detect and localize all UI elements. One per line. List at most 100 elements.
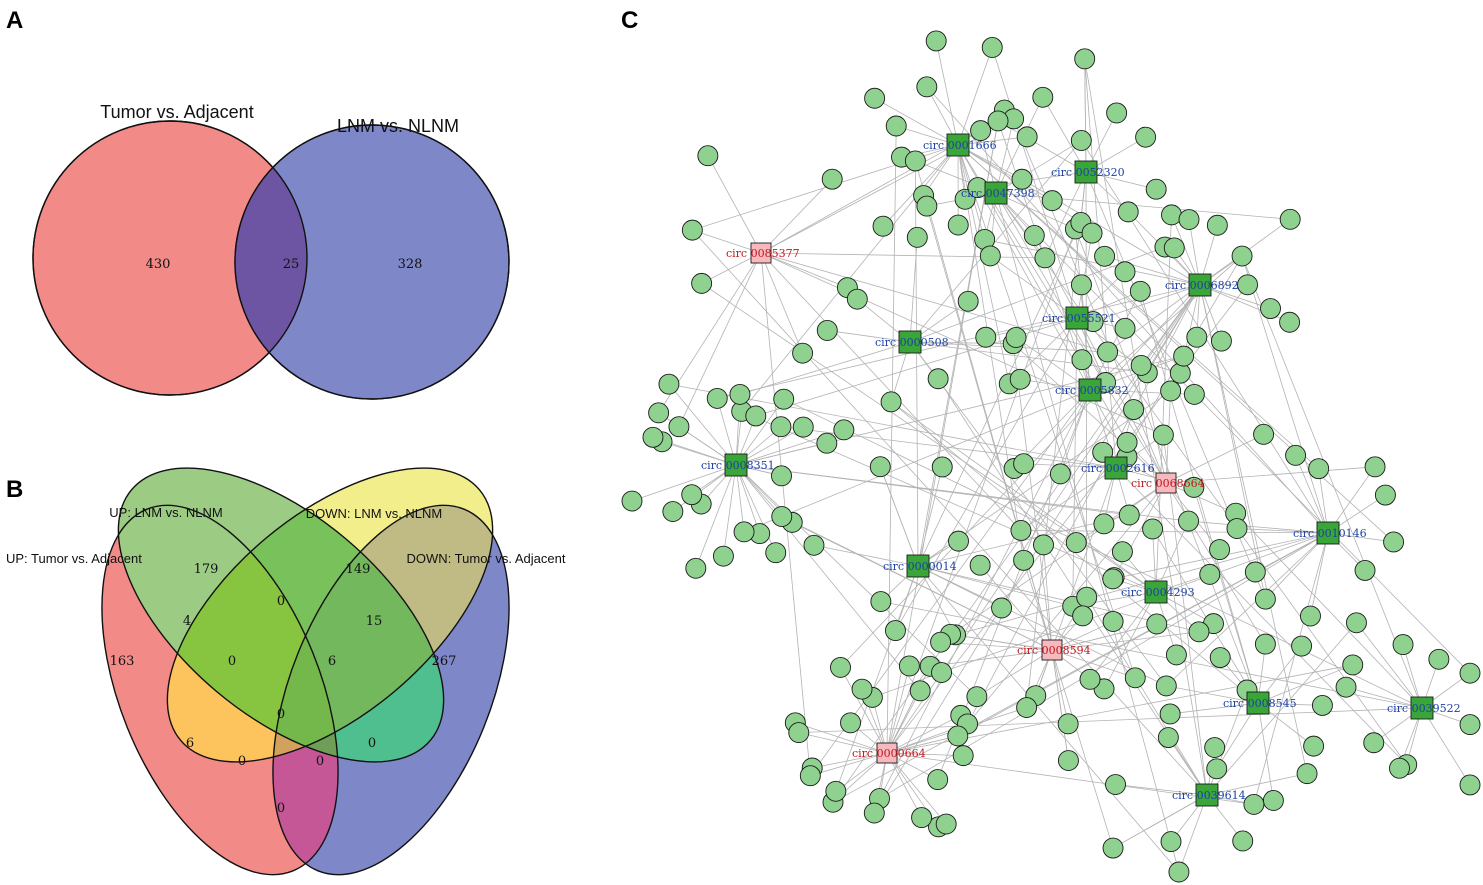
network-edge (1051, 649, 1069, 761)
network-edge (760, 252, 803, 354)
panel-a-letter: A (6, 7, 23, 34)
network-edge (631, 464, 737, 502)
mirna-node (947, 725, 969, 747)
network-edge (957, 144, 1266, 645)
circrna-hub-0006892 (1188, 273, 1212, 297)
network-edge (1178, 794, 1208, 873)
network-edge (735, 464, 921, 692)
mirna-node (1363, 732, 1385, 754)
mirna-node (1010, 520, 1032, 541)
venn-b-count-up-tumor-down-lnm: 6 (186, 736, 194, 751)
mirna-node (1135, 126, 1157, 148)
mirna-node (773, 388, 795, 410)
network-edge (1199, 284, 1266, 600)
mirna-node (1204, 737, 1226, 758)
mirna-node (1183, 476, 1205, 498)
mirna-node (1291, 635, 1313, 657)
network-edge (760, 252, 1164, 436)
mirna-node (1253, 423, 1275, 445)
mirna-node (1392, 634, 1414, 656)
network-edge (1152, 528, 1259, 704)
venn-b-count-up-lnm-only: 179 (194, 562, 219, 577)
circrna-hub-0039522 (1410, 696, 1434, 720)
network-edge (735, 464, 1189, 522)
mirna-node (1124, 667, 1146, 689)
network-edge (1051, 649, 1136, 679)
mirna-node (931, 662, 952, 683)
mirna-node (970, 120, 992, 142)
network-edge (813, 544, 919, 567)
mirna-node (1160, 831, 1182, 853)
network-edge (1171, 214, 1201, 286)
mirna-node (884, 620, 906, 642)
network-edge (1155, 520, 1189, 593)
mirna-node (1308, 458, 1330, 480)
mirna-node (931, 456, 953, 478)
mirna-node (864, 87, 886, 109)
network-edge (995, 118, 1014, 194)
mirna-node (816, 319, 838, 341)
mirna-node (957, 290, 979, 312)
network-edge (1166, 685, 1259, 704)
network-edge (1020, 467, 1117, 531)
mirna-node (668, 416, 690, 438)
mirna-node (685, 557, 707, 579)
network-edge (1044, 171, 1087, 259)
network-edge (917, 565, 1167, 687)
mirna-node (1081, 222, 1103, 244)
network-edge (1166, 532, 1329, 687)
mirna-node (1199, 563, 1221, 585)
mirna-node (621, 490, 643, 512)
circrna-label-0008351: circ 0008351 (701, 459, 775, 472)
circrna-hub-0000014 (906, 554, 930, 578)
mirna-node (1130, 354, 1152, 376)
venn-b-count-lnm-both: 0 (277, 594, 285, 609)
mirna-node (1183, 383, 1205, 405)
network-edge (1170, 702, 1259, 715)
circrna-label-0005832: circ 0005832 (1055, 384, 1129, 397)
network-edge (1043, 544, 1053, 651)
mirna-node (1383, 531, 1405, 553)
network-edges (631, 40, 1471, 873)
network-edge (935, 40, 959, 146)
venn-b-count-up-tumor-only: 163 (110, 654, 135, 669)
mirna-node (1016, 126, 1038, 148)
mirna-node (1142, 518, 1164, 540)
network-edge (735, 464, 978, 697)
circrna-hub-0008351 (724, 453, 748, 477)
mirna-node (691, 272, 713, 294)
network-edge (760, 118, 1014, 254)
mirna-node (872, 215, 894, 237)
venn-b-count-up-lnm-down-tumor: 0 (368, 736, 376, 751)
network-edge (886, 752, 964, 757)
network-edge (1165, 434, 1264, 484)
mirna-node (885, 115, 907, 137)
mirna-node (1041, 190, 1063, 212)
network-edge (1051, 649, 1069, 724)
mirna-node (1296, 763, 1318, 785)
mirna-node (765, 542, 787, 564)
mirna-node (930, 631, 952, 653)
circrna-label-0008545: circ 0008545 (1223, 697, 1297, 710)
mirna-node (925, 30, 947, 52)
venn-b-label-down-lnm: DOWN: LNM vs. NLNM (306, 506, 443, 521)
mirna-node (904, 150, 926, 172)
network-edge (812, 752, 888, 769)
mirna-node (1206, 214, 1228, 236)
mirna-node (642, 426, 664, 448)
mirna-node (1074, 48, 1096, 70)
mirna-node (1186, 326, 1208, 348)
mirna-node (1169, 362, 1191, 384)
mirna-node (1033, 534, 1054, 556)
venn-a-count-tumor-only: 430 (146, 257, 171, 272)
circrna-label-0052320: circ 0052320 (1051, 166, 1125, 179)
mirna-node (1097, 341, 1119, 363)
network-edge (1107, 284, 1201, 353)
mirna-node (1032, 86, 1054, 108)
network-edge (1162, 434, 1208, 796)
mirna-node (987, 110, 1009, 132)
network-edge (1051, 623, 1157, 651)
venn-a-count-lnm-only: 328 (398, 257, 423, 272)
mirna-node (1049, 463, 1071, 485)
network-edge (941, 284, 1201, 673)
